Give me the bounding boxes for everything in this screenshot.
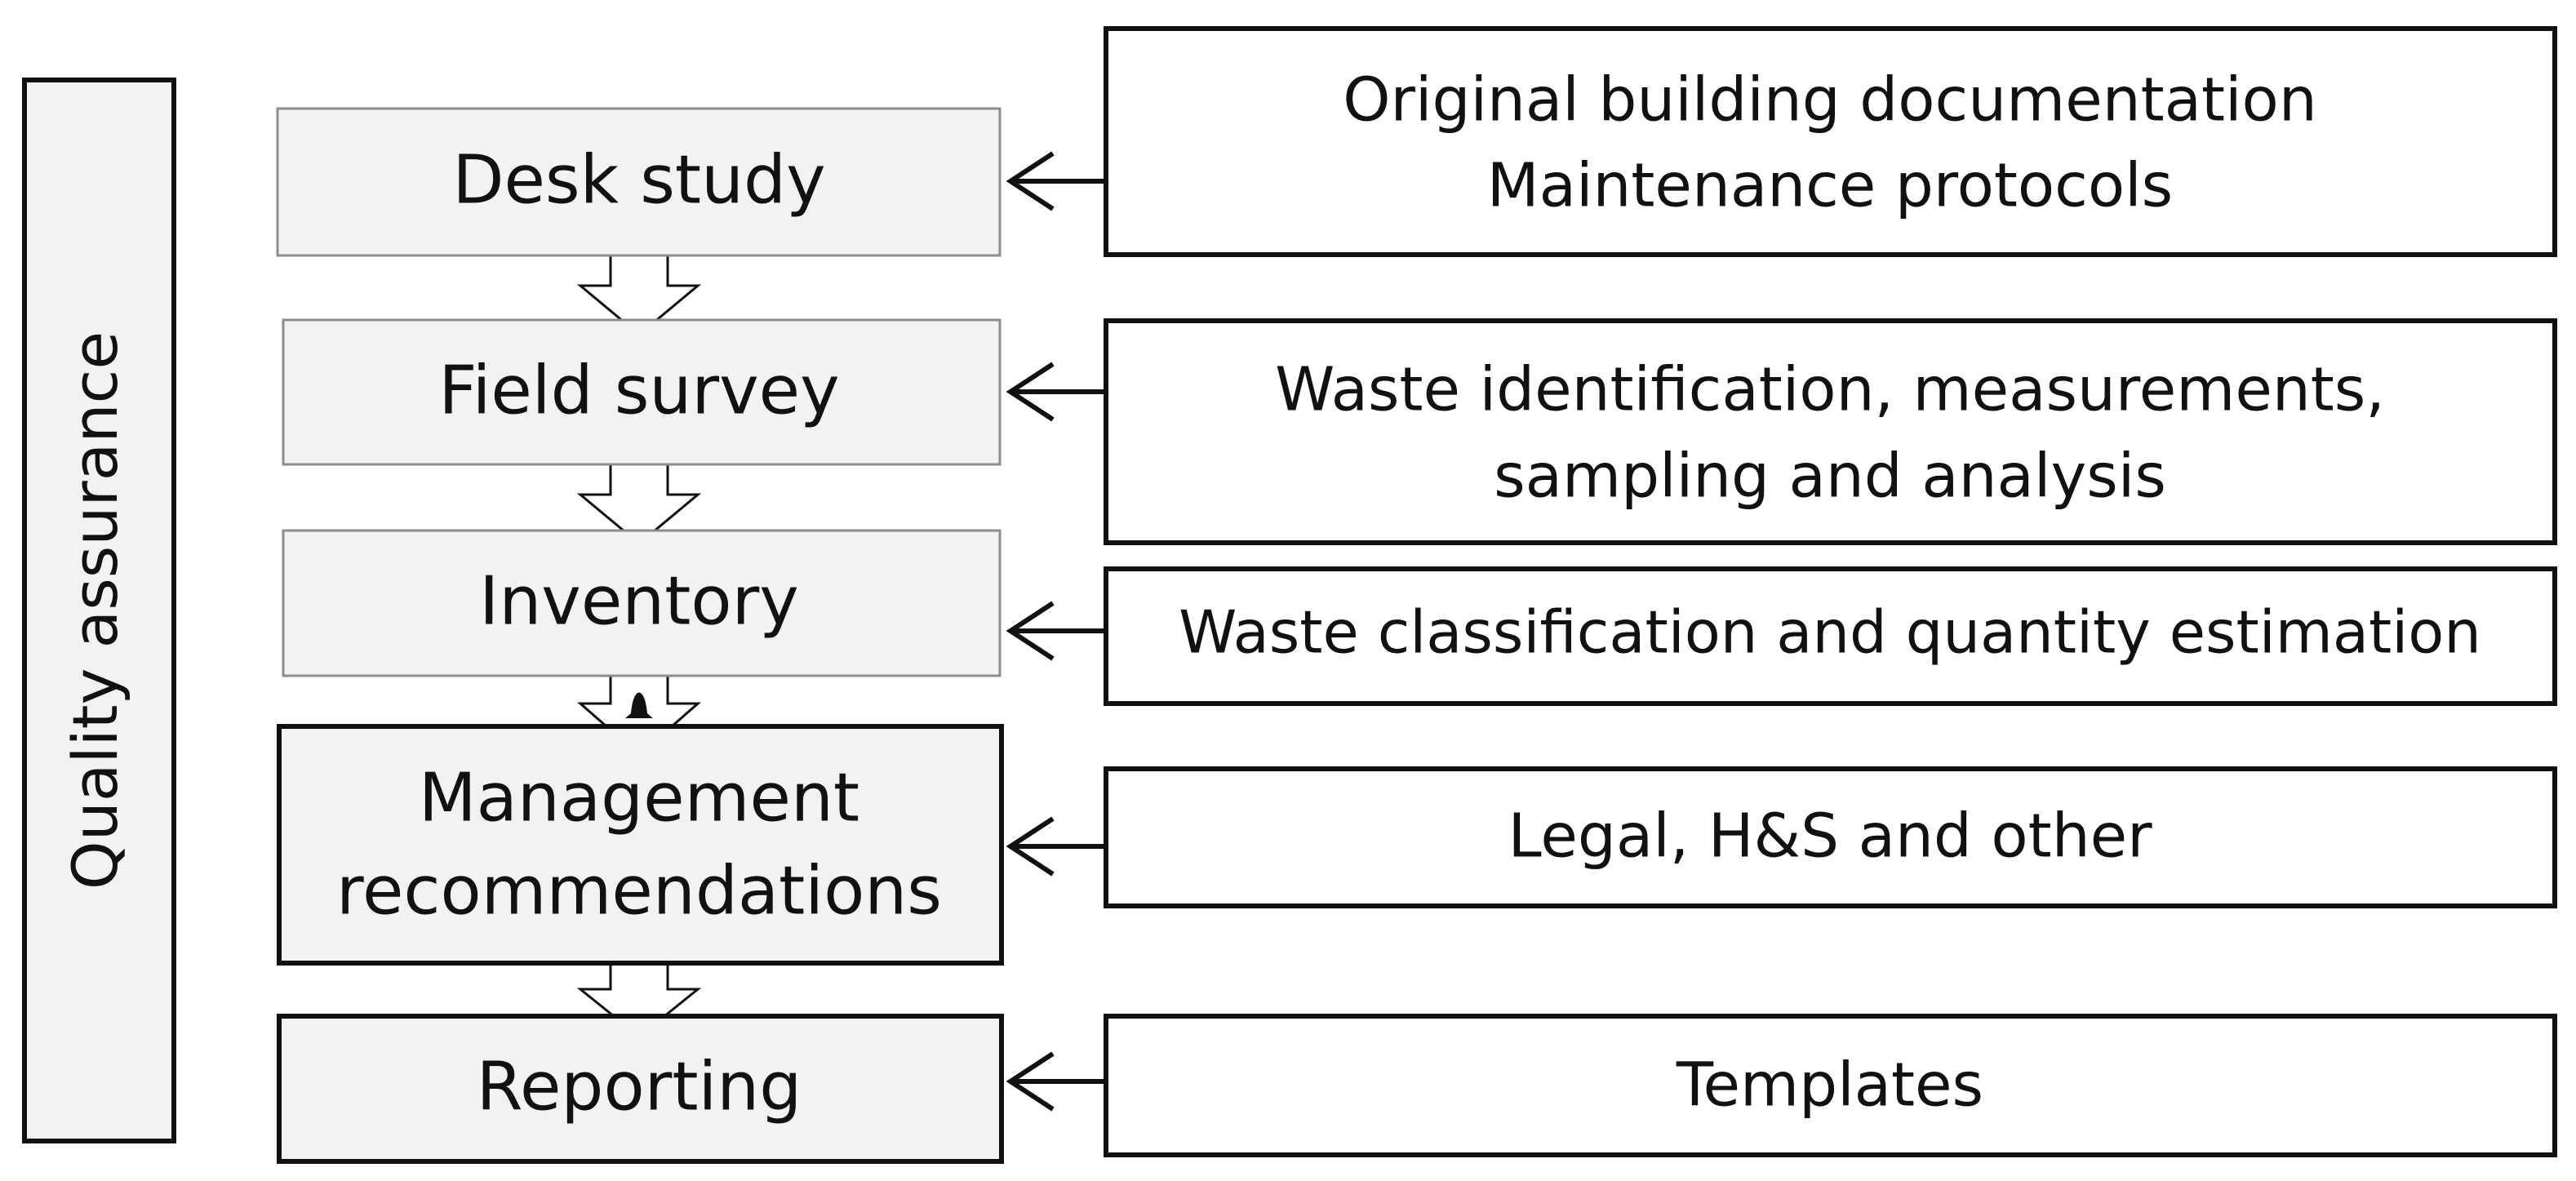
step-box (277, 1014, 1004, 1164)
step-box (282, 318, 1002, 466)
step-label: Reporting (477, 1048, 802, 1126)
step-box (277, 724, 1004, 966)
left-arrow-icon (1006, 362, 1106, 422)
step-inventory: Inventory (282, 529, 1002, 677)
down-arrow-icon (576, 462, 702, 545)
input-legal: Legal, H&S and other (1104, 766, 2557, 908)
quality-assurance-box (22, 78, 176, 1143)
input-label: Waste classification and quantity estima… (1179, 598, 2481, 667)
input-label-line-2: sampling and analysis (1494, 442, 2166, 512)
input-box (1104, 318, 2557, 545)
quality-assurance-bar: Quality assurance (22, 78, 176, 1143)
input-templates: Templates (1104, 1014, 2557, 1157)
step-label: Desk study (452, 141, 825, 219)
input-box (1104, 766, 2557, 908)
quality-assurance-label: Quality assurance (59, 331, 131, 890)
input-label: Templates (1676, 1050, 1983, 1121)
input-waste-classification: Waste classification and quantity estima… (1104, 566, 2557, 706)
step-field-survey: Field survey (282, 318, 1002, 466)
step-label: Inventory (479, 562, 799, 640)
input-box (1104, 26, 2557, 257)
input-box (1104, 1014, 2557, 1157)
input-arrows (1006, 151, 1106, 1112)
flow-arrows (576, 253, 702, 1038)
step-management-recommendations: Management recommendations (277, 724, 1004, 966)
input-documentation: Original building documentation Maintena… (1104, 26, 2557, 257)
process-steps: Desk study Field survey Inventory Manage… (276, 107, 1004, 1164)
step-label: Field survey (438, 352, 839, 429)
left-arrow-icon (1006, 1051, 1106, 1112)
input-label-line-1: Waste identification, measurements, (1275, 355, 2385, 425)
step-label-line-2: recommendations (336, 852, 942, 930)
step-box (276, 107, 1002, 257)
input-box (1104, 566, 2557, 706)
left-arrow-icon (1006, 151, 1106, 211)
down-arrow-icon (576, 961, 702, 1038)
input-label-line-1: Original building documentation (1343, 65, 2316, 135)
down-arrow-icon (576, 253, 702, 336)
step-desk-study: Desk study (276, 107, 1002, 257)
left-arrow-icon (1006, 601, 1106, 661)
input-waste-identification: Waste identification, measurements, samp… (1104, 318, 2557, 545)
step-label-line-1: Management (419, 759, 859, 837)
input-boxes: Original building documentation Maintena… (1104, 26, 2557, 1157)
step-box (282, 529, 1002, 677)
input-label-line-2: Maintenance protocols (1487, 151, 2174, 221)
cursor-marker-icon (625, 692, 653, 718)
left-arrow-icon (1006, 816, 1106, 877)
input-label: Legal, H&S and other (1508, 801, 2152, 872)
step-reporting: Reporting (277, 1014, 1004, 1164)
